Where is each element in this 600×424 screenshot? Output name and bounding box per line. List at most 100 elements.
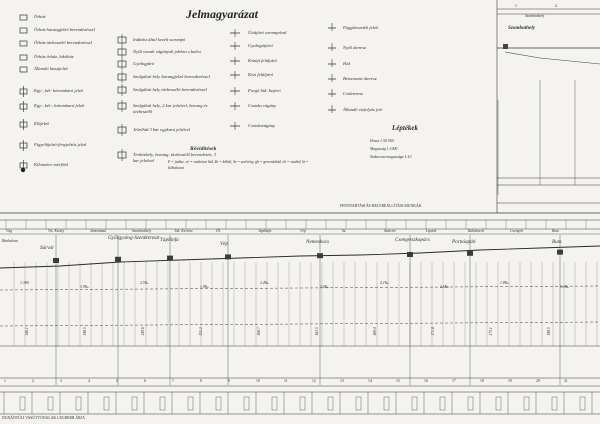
legend-item-c2: Nyílt vonali vágányok jobbra s balra [133,49,201,54]
top-row-label: Lipárd [426,229,437,233]
structure-box [47,396,54,411]
legend-symbol [19,66,28,73]
legend-item-c1: Őrház őrház, lakóház [34,54,74,59]
station-name: Pornóapáti [452,239,476,245]
elevation-label: 146.1 [25,327,30,336]
structure-box [327,396,334,411]
km-mark: 12 [312,379,316,383]
legend-item-c1: Őrház harangjelző berendezéssel [34,27,95,32]
station-name: Győrgyalog-Szentkereszt [108,235,160,241]
structure-box [299,396,306,411]
legend-symbol [19,54,28,61]
inset-station: Szombathely [508,25,536,31]
legend-item-c1: Egy-, két-, háromkarú jelző [34,103,85,108]
km-mark: 18 [480,379,484,383]
station-name: Nemeskocs [306,239,330,245]
top-row-label: Sz. [342,229,347,233]
grade-label: 1.9‰ [200,285,209,289]
structure-box [383,396,390,411]
station-name: Csempeszkopács [395,237,430,243]
structure-box [439,396,446,411]
bottom-note: DUNÁNTÚLI VASÚTVONALAK LEGREBB ÁRJA [2,416,85,420]
station-building [467,250,473,256]
elevation-label: 173.1 [489,327,494,336]
grade-label: 1:380 [20,281,29,285]
top-row-label: Szombathely [132,229,152,233]
structure-box [355,396,362,411]
legend-item-c1: Egy-, két- háromkarú jelző [34,88,84,93]
legend-item-c1: Állandó lassújelző [34,66,68,71]
grade-label: 1.8‰ [500,281,509,285]
elevation-label: 169.4 [373,327,378,336]
legend-item-c2: Szolgálati hely, 2 kar jelzővel, harang … [133,103,208,115]
km-mark: 16 [424,379,428,383]
structure-box [467,396,474,411]
top-row-label: Ól. [216,229,221,233]
elevation-label: 149.6 [141,327,146,336]
km-mark: 8 [200,379,202,383]
abbrev-title: Rövidítések [190,146,217,152]
km-mark: 4 [88,379,90,383]
km-mark: 11 [284,379,288,383]
top-row-label: Vép [300,229,306,233]
track-line [0,245,600,269]
legend-item-c2: Szolgálati hely harangjelző berendezésse… [133,74,210,79]
legend-symbol [19,14,28,21]
legend-item-c4: Függővezeték jelző [343,25,379,30]
km-stone-icon [20,167,26,173]
structure-box [187,396,194,411]
km-mark: 7 [172,379,174,383]
grade-label: 2.6‰ [440,285,449,289]
station-building [115,256,121,262]
structure-box [159,396,166,411]
station-building [167,255,173,261]
km-mark: 5 [116,379,118,383]
structure-box [215,396,222,411]
elevation-label: 180.5 [547,327,552,336]
grade-label: 2.4‰ [260,281,269,285]
km-mark: 2 [32,379,34,383]
structure-box [131,396,138,411]
top-row-label: Tok. Kertész [174,229,193,233]
station-name: Táplánfa [160,237,179,243]
profile-left-label: Bánhalom [2,239,18,243]
km-mark: 17 [452,379,456,383]
legend-item-c3: Közúti felüljáró [248,58,277,63]
inset-top-label: Szombathely [525,14,545,18]
top-row-label: Taplánfa [258,229,272,233]
elevation-label: 171.0 [431,327,436,336]
structure-box [551,396,558,411]
structure-box [411,396,418,411]
legend-item-c1: Kilométer mérföld [34,162,68,167]
scale-item: Hossz 1:50 000 [370,139,394,143]
km-mark: 10 [256,379,260,383]
legend-item-c2: Térközhely, harang, távbeszélő berendezé… [133,152,216,164]
structure-box [579,396,586,411]
legend-footnote: FENNTARTÁSI ÉS HELYREÁLLÍTÁSI MUNKÁK [340,204,422,208]
legend-item-c2: Szolgálati hely távbeszélő berendezéssel [133,87,207,92]
station-building [225,254,231,260]
elevation-label: 160.7 [257,327,262,336]
station-name: Vép [220,241,229,247]
structure-box [271,396,278,411]
elevation-label: 148.5 [83,327,88,336]
km-mark: 15 [396,379,400,383]
legend-item-c3: Kézi felüljáró [248,72,274,77]
legend-item-c4: Csőáteresz [343,91,363,96]
legend-item-c2: Jelzőhíd 3 kar egykarú jelzővel [133,127,191,132]
scale-item: Magasság 1:1000 [370,147,398,151]
legend-item-c3: Csonka vágány [248,103,277,108]
station-building [53,258,59,263]
legend-item-c1: Előjelző [34,121,50,126]
structure-box [75,396,82,411]
grade-label: 4.1‰ [380,281,389,285]
station-building [407,252,413,257]
elevation-label: 163.5 [315,327,320,336]
legend-item-c4: Állandó vízfolyás jele [343,107,383,112]
legend-item-c1: Őrház távbeszélő berendezéssel [34,40,93,45]
legend-item-c2: Gyalogjáró [133,61,155,66]
legend-item-c4: Híd [343,61,350,66]
legend-symbol [19,40,28,47]
legend-item-c4: Betonozott áteresz [343,76,377,81]
